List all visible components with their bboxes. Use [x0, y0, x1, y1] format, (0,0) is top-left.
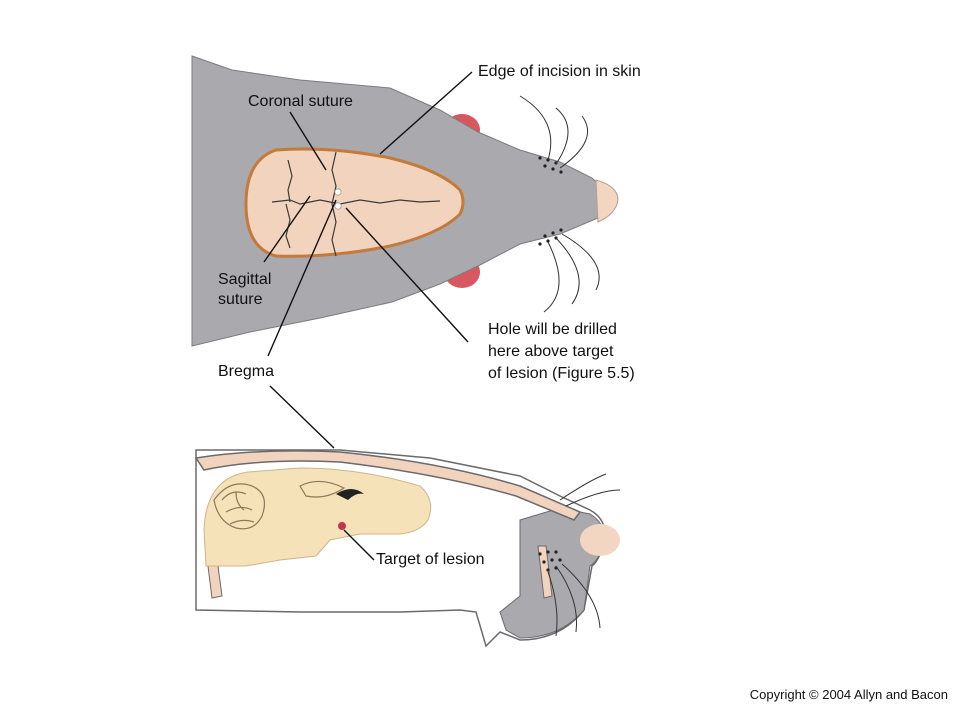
copyright-notice: Copyright © 2004 Allyn and Bacon: [749, 687, 948, 702]
cerebellum: [213, 483, 265, 530]
whisker-dots-side: [538, 550, 562, 572]
leader-edge-incision: [379, 71, 473, 155]
incision-skull-exposure: [244, 147, 465, 258]
nose-side: [580, 524, 620, 556]
leader-bregma: [267, 199, 337, 357]
leader-bregma-side: [269, 385, 335, 449]
leader-lines-side: [269, 385, 375, 561]
label-target-of-lesion: Target of lesion: [376, 551, 485, 568]
whiskers-side-view: [547, 473, 621, 637]
side-view-head: [194, 449, 621, 648]
drill-hole-marker-1: [334, 188, 342, 196]
drill-hole-marker-2: [334, 202, 342, 210]
leader-coronal: [289, 111, 327, 171]
label-bregma: Bregma: [218, 363, 274, 380]
hippocampus: [299, 480, 346, 498]
leader-lines-top: [263, 71, 473, 357]
leader-target: [343, 529, 375, 561]
label-coronal-suture: Coronal suture: [248, 93, 353, 110]
label-hole-1: Hole will be drilled: [488, 321, 617, 338]
skull-band-bottom-right: [537, 545, 553, 599]
ventricle-dark: [336, 489, 364, 500]
lesion-target-dot: [338, 522, 346, 530]
leader-sagittal: [263, 195, 311, 263]
top-view-head: [191, 55, 619, 347]
label-hole-3: of lesion (Figure 5.5): [488, 365, 635, 382]
label-sagittal-suture-2: suture: [218, 291, 263, 308]
nose-top: [595, 179, 619, 223]
side-snout: [499, 507, 605, 639]
label-hole-2: here above target: [488, 343, 614, 360]
leader-hole: [345, 207, 469, 343]
whiskers-top-view: [519, 95, 600, 313]
label-sagittal-suture-1: Sagittal: [218, 271, 271, 288]
skull-band-top: [194, 450, 582, 521]
label-edge-incision: Edge of incision in skin: [478, 63, 641, 80]
